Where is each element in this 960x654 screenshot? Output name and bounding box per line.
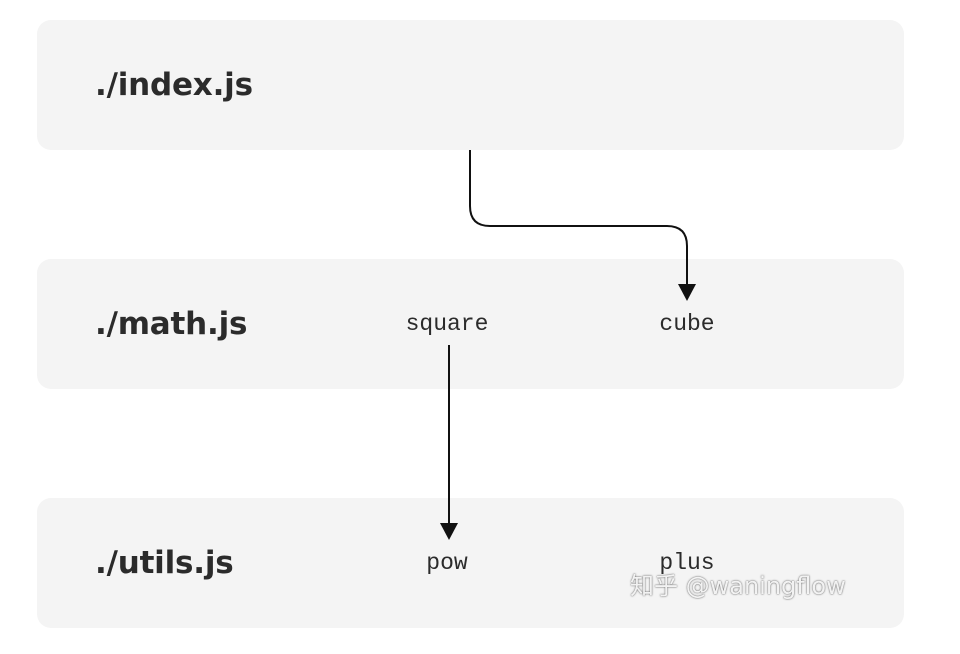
module-box-math: ./math.js square cube [37,259,904,389]
module-name-math: ./math.js [95,306,248,342]
export-cube: cube [659,311,715,337]
module-name-index: ./index.js [95,67,253,103]
watermark: 知乎 @waningflow [630,572,846,600]
export-square: square [405,311,489,337]
module-name-utils: ./utils.js [95,545,234,581]
module-box-index: ./index.js [37,20,904,150]
export-plus: plus [659,550,715,576]
export-pow: pow [426,550,468,576]
module-box-utils: ./utils.js pow plus [37,498,904,628]
